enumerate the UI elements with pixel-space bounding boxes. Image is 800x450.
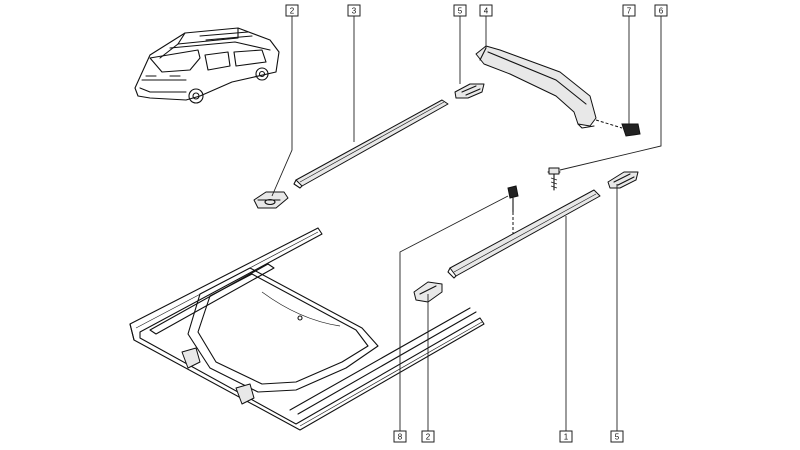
roof-rail-left — [293, 99, 449, 189]
svg-text:2: 2 — [426, 433, 431, 442]
svg-text:2: 2 — [290, 7, 295, 16]
svg-text:4: 4 — [484, 7, 489, 16]
svg-text:5: 5 — [458, 7, 463, 16]
rail-end-cap-upper — [253, 191, 289, 209]
svg-text:6: 6 — [659, 7, 664, 16]
svg-text:5: 5 — [615, 433, 620, 442]
callout-5-bottom: 5 — [610, 430, 624, 443]
roof-frame — [129, 227, 485, 431]
rail-end-cap-lower — [413, 281, 443, 303]
rail-clip-upper — [454, 83, 485, 99]
callout-5-top: 5 — [453, 4, 467, 17]
callout-1: 1 — [559, 430, 573, 443]
callout-3: 3 — [347, 4, 361, 17]
bar-end-fitting — [595, 119, 641, 137]
svg-text:3: 3 — [352, 7, 357, 16]
svg-text:8: 8 — [398, 433, 403, 442]
roof-rail-right — [447, 189, 601, 279]
vehicle-illustration — [134, 27, 280, 104]
svg-text:7: 7 — [627, 7, 632, 16]
callout-6: 6 — [654, 4, 668, 17]
push-fastener — [507, 185, 519, 236]
svg-text:1: 1 — [564, 433, 569, 442]
callout-7: 7 — [622, 4, 636, 17]
roof-cross-bar — [475, 45, 597, 129]
callout-2-top: 2 — [285, 4, 299, 17]
callout-2-bottom: 2 — [421, 430, 435, 443]
callout-8: 8 — [393, 430, 407, 443]
rail-clip-lower — [607, 171, 639, 189]
callout-4: 4 — [479, 4, 493, 17]
leader-lines — [271, 16, 662, 432]
fixing-screw — [547, 167, 561, 191]
